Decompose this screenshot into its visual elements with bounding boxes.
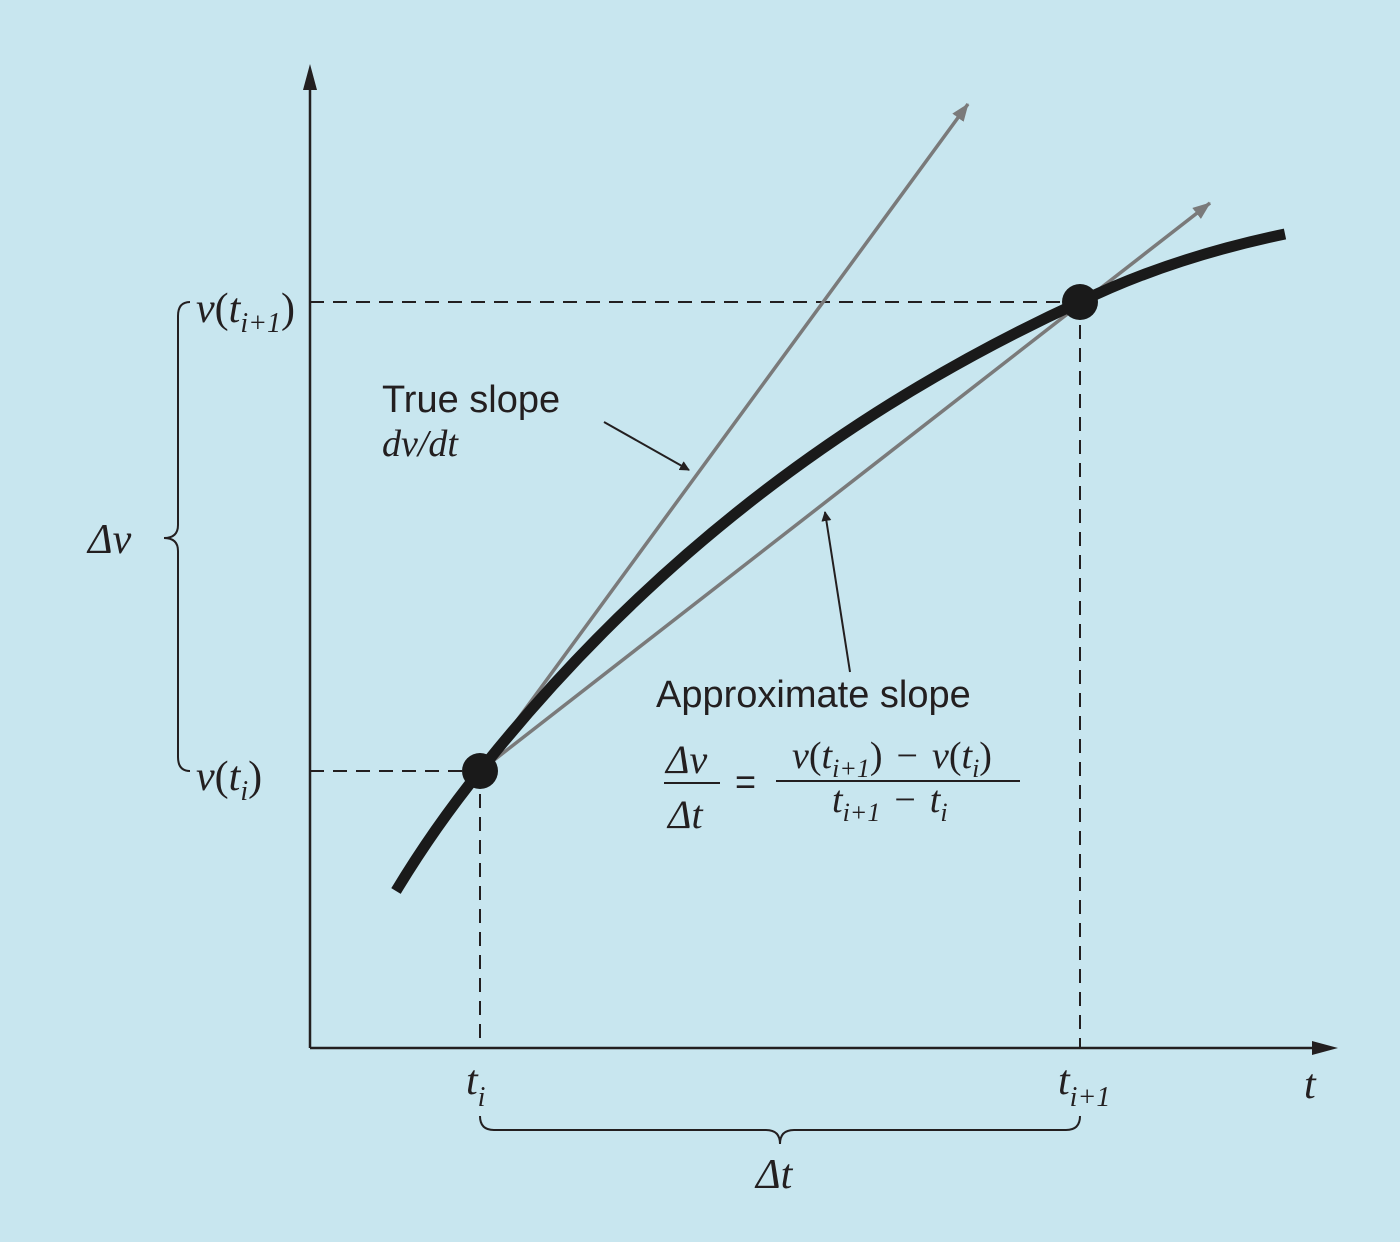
approx-slope-pointer bbox=[821, 511, 851, 673]
label-v-ti1: v(ti+1) bbox=[196, 286, 295, 339]
slope-formula: Δv Δt = v(ti+1)−v(ti) ti+1−ti bbox=[664, 735, 1020, 837]
guide-lines bbox=[310, 301, 1081, 1048]
formula-lhs-numerator: Δv bbox=[664, 737, 707, 782]
label-v-ti: v(ti) bbox=[196, 754, 262, 807]
velocity-curve bbox=[391, 228, 1287, 894]
y-axis-arrow bbox=[303, 64, 317, 90]
formula-equals: = bbox=[735, 761, 756, 802]
x-axis-arrow bbox=[1312, 1041, 1338, 1055]
label-delta-v: Δv bbox=[86, 517, 132, 563]
delta-t-brace bbox=[479, 1115, 1081, 1145]
true-slope-line bbox=[478, 102, 970, 773]
formula-rhs-numerator: v(ti+1)−v(ti) bbox=[792, 735, 992, 783]
delta-v-brace bbox=[163, 301, 191, 772]
true-slope-expression: dv/dt bbox=[382, 423, 459, 465]
true-slope-pointer bbox=[603, 421, 690, 471]
true-slope-title: True slope bbox=[382, 379, 560, 421]
label-delta-t: Δt bbox=[754, 1152, 794, 1198]
formula-lhs-denominator: Δt bbox=[666, 792, 703, 837]
formula-rhs-denominator: ti+1−ti bbox=[832, 779, 948, 827]
point-ti bbox=[462, 753, 498, 789]
approx-slope-title: Approximate slope bbox=[656, 674, 971, 716]
label-t-axis: t bbox=[1304, 1062, 1317, 1108]
label-t-i: ti bbox=[466, 1058, 485, 1113]
point-ti1 bbox=[1062, 284, 1098, 320]
label-t-i1: ti+1 bbox=[1058, 1058, 1110, 1113]
